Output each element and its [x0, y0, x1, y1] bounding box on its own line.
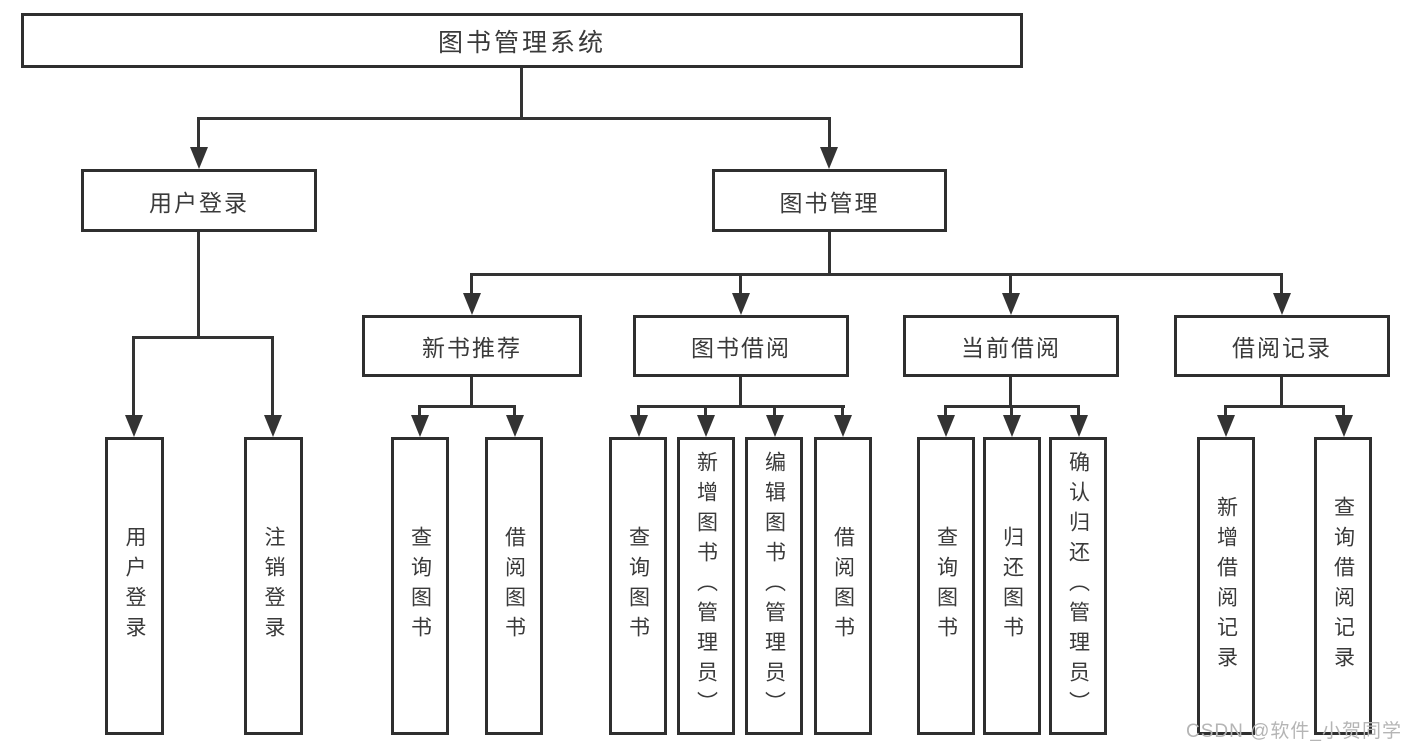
arrowhead-leaf-b1	[630, 415, 648, 437]
leaf-query-borrow-record: 查询借阅记录	[1314, 437, 1372, 735]
arrowhead-leaf-b4	[834, 415, 852, 437]
edge-borrow-records-stub	[1280, 377, 1283, 408]
arrowhead-leaf-c1	[937, 415, 955, 437]
edge-root-stub	[520, 68, 523, 117]
arrowhead-leaf-a2	[506, 415, 524, 437]
edge-to-current-borrow	[1009, 273, 1012, 295]
edge-book-mgmt-stub	[828, 232, 831, 276]
leaf-query-book-borrow: 查询图书	[609, 437, 667, 735]
edge-leaf-d1	[1224, 405, 1227, 417]
arrowhead-book-mgmt	[820, 147, 838, 169]
edge-to-book-mgmt	[828, 117, 831, 149]
edge-leaf-b1	[637, 405, 640, 417]
edge-borrow-records-rail	[1224, 405, 1345, 408]
node-book-mgmt: 图书管理	[712, 169, 947, 232]
node-new-book-recommend: 新书推荐	[362, 315, 582, 377]
arrowhead-leaf-b2	[697, 415, 715, 437]
edge-book-borrow-rail	[637, 405, 845, 408]
edge-to-leaf-logout	[271, 336, 274, 417]
edge-to-user-login	[197, 117, 200, 149]
node-book-borrow: 图书借阅	[633, 315, 849, 377]
edge-book-borrow-stub	[739, 377, 742, 408]
arrowhead-borrow-records	[1273, 293, 1291, 315]
arrowhead-book-borrow	[732, 293, 750, 315]
edge-leaf-b4	[841, 405, 844, 417]
arrowhead-leaf-d2	[1335, 415, 1353, 437]
leaf-borrow-book-recommend: 借阅图书	[485, 437, 543, 735]
edge-user-login-stub	[197, 232, 200, 339]
edge-leaf-a1	[418, 405, 421, 417]
edge-leaf-a2	[513, 405, 516, 417]
edge-current-borrow-stub	[1009, 377, 1012, 408]
node-user-login: 用户登录	[81, 169, 317, 232]
edge-leaf-c3	[1077, 405, 1080, 417]
edge-to-borrow-records	[1280, 273, 1283, 295]
arrowhead-new-book	[463, 293, 481, 315]
node-current-borrow: 当前借阅	[903, 315, 1119, 377]
csdn-watermark: CSDN @软件_小贺同学	[1186, 721, 1402, 742]
leaf-query-book-current: 查询图书	[917, 437, 975, 735]
leaf-logout: 注销登录	[244, 437, 303, 735]
edge-to-new-book	[470, 273, 473, 295]
edge-new-book-stub	[470, 377, 473, 408]
arrowhead-leaf-logout	[264, 415, 282, 437]
arrowhead-leaf-a1	[411, 415, 429, 437]
leaf-add-borrow-record: 新增借阅记录	[1197, 437, 1255, 735]
arrowhead-leaf-c3	[1070, 415, 1088, 437]
leaf-confirm-return-admin: 确认归还（管理员）	[1049, 437, 1107, 735]
arrowhead-leaf-d1	[1217, 415, 1235, 437]
edge-to-book-borrow	[739, 273, 742, 295]
edge-leaf-b2	[704, 405, 707, 417]
arrowhead-leaf-c2	[1003, 415, 1021, 437]
edge-leaf-d2	[1342, 405, 1345, 417]
edge-leaf-b3	[773, 405, 776, 417]
arrowhead-user-login	[190, 147, 208, 169]
edge-new-book-rail	[418, 405, 516, 408]
leaf-edit-book-admin: 编辑图书（管理员）	[745, 437, 803, 735]
edge-level3-rail	[470, 273, 1283, 276]
node-borrow-records: 借阅记录	[1174, 315, 1390, 377]
edge-leaf-c1	[944, 405, 947, 417]
edge-to-leaf-login	[132, 336, 135, 417]
arrowhead-leaf-b3	[766, 415, 784, 437]
leaf-query-book-recommend: 查询图书	[391, 437, 449, 735]
arrowhead-current-borrow	[1002, 293, 1020, 315]
edge-user-login-rail	[132, 336, 274, 339]
node-root-library-system: 图书管理系统	[21, 13, 1023, 68]
leaf-add-book-admin: 新增图书（管理员）	[677, 437, 735, 735]
leaf-borrow-book: 借阅图书	[814, 437, 872, 735]
edge-level1-rail	[198, 117, 831, 120]
arrowhead-leaf-login	[125, 415, 143, 437]
leaf-return-book: 归还图书	[983, 437, 1041, 735]
leaf-user-login: 用户登录	[105, 437, 164, 735]
edge-leaf-c2	[1010, 405, 1013, 417]
